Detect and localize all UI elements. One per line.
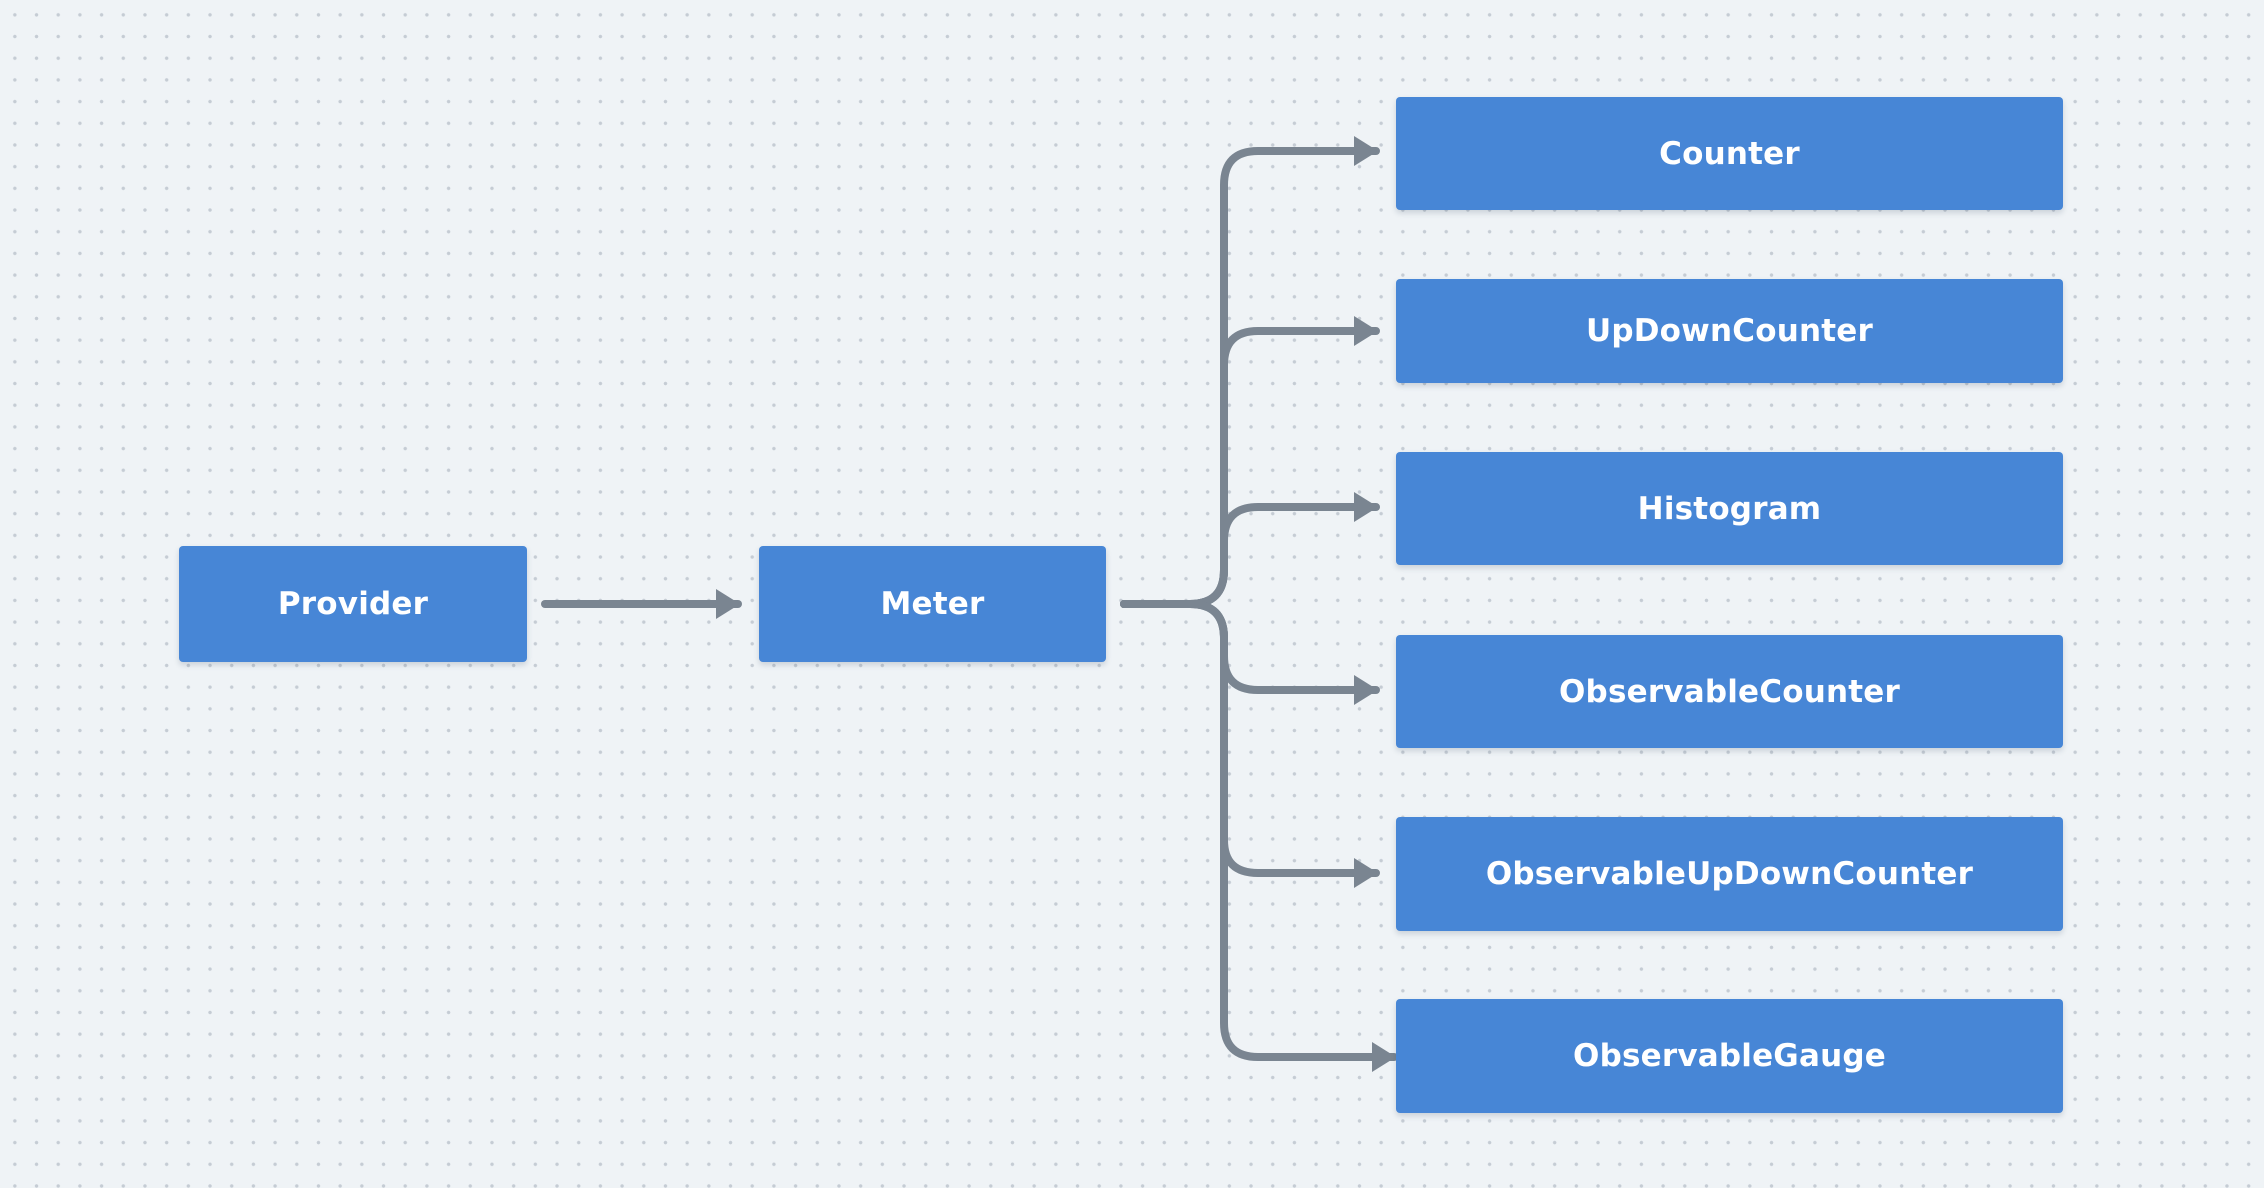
edge-meter-to-counter [1120,136,1380,608]
updown-counter-node[interactable]: UpDownCounter [1396,279,2063,383]
observable-gauge-node[interactable]: ObservableGauge [1396,999,2063,1113]
edge-meter-to-updown-counter [1120,316,1380,608]
edge-meter-to-observable-updown-counter [1120,600,1380,888]
observable-counter-node[interactable]: ObservableCounter [1396,635,2063,748]
provider-node[interactable]: Provider [179,546,527,662]
observable-counter-node-label: ObservableCounter [1559,673,1900,710]
edge-meter-to-histogram [1120,492,1380,608]
edge-meter-to-observable-counter [1120,600,1380,705]
observable-updown-counter-node-label: ObservableUpDownCounter [1485,856,1974,892]
observable-gauge-node-label: ObservableGauge [1573,1038,1886,1074]
meter-node-label: Meter [880,586,985,622]
counter-node[interactable]: Counter [1396,97,2063,210]
counter-node-label: Counter [1659,135,1800,172]
histogram-node[interactable]: Histogram [1396,452,2063,565]
updown-counter-node-label: UpDownCounter [1585,313,1874,349]
provider-node-label: Provider [277,586,429,622]
observable-updown-counter-node[interactable]: ObservableUpDownCounter [1396,817,2063,931]
edge-meter-to-observable-gauge [1120,600,1398,1072]
meter-node[interactable]: Meter [759,546,1106,662]
histogram-node-label: Histogram [1637,490,1822,527]
